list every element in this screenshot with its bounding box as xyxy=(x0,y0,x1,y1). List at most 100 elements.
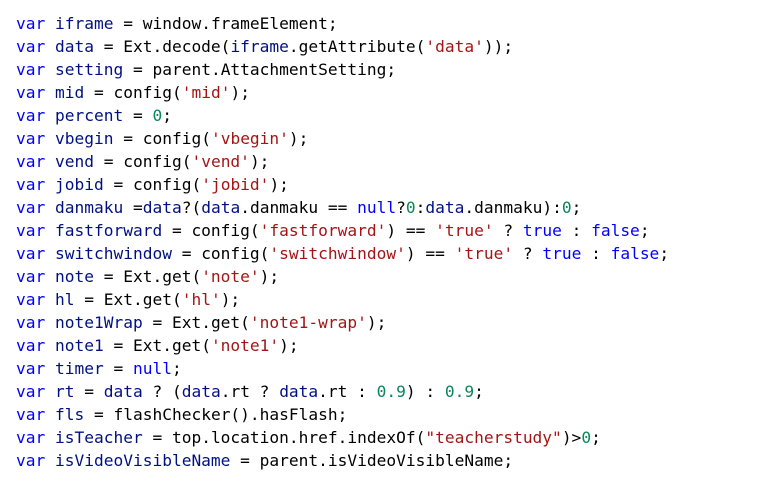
code-text: = parent.isVideoVisibleName; xyxy=(230,451,514,470)
code-text: = xyxy=(123,106,153,125)
number-token: 0 xyxy=(152,106,163,125)
code-text: ?( xyxy=(181,198,202,217)
code-text xyxy=(45,129,55,148)
keyword-token: var xyxy=(16,336,46,355)
keyword-token: var xyxy=(16,198,46,217)
code-text xyxy=(45,451,55,470)
identifier-token: iframe xyxy=(230,37,289,56)
string-token: 'true' xyxy=(454,244,514,263)
code-text: = config( xyxy=(84,83,182,102)
code-text: )> xyxy=(561,428,582,447)
keyword-token: var xyxy=(16,129,46,148)
code-text xyxy=(45,313,55,332)
code-text: = top.location.href.indexOf( xyxy=(142,428,426,447)
code-text: .danmaku == xyxy=(240,198,358,217)
code-text xyxy=(45,244,55,263)
keyword-token: var xyxy=(16,290,46,309)
code-line: var vbegin = config('vbegin'); xyxy=(16,127,777,150)
code-text: ); xyxy=(269,175,289,194)
code-text: : xyxy=(415,198,426,217)
identifier-token: note xyxy=(55,267,94,286)
code-text: ; xyxy=(171,359,182,378)
keyword-token: var xyxy=(16,106,46,125)
string-token: 'note' xyxy=(201,267,260,286)
code-text xyxy=(45,428,55,447)
code-text xyxy=(45,221,55,240)
code-text: = Ext.get( xyxy=(142,313,250,332)
identifier-token: fastforward xyxy=(55,221,163,240)
code-line: var rt = data ? (data.rt ? data.rt : 0.9… xyxy=(16,380,777,403)
code-text xyxy=(45,175,55,194)
code-line: var jobid = config('jobid'); xyxy=(16,173,777,196)
code-text: ) == xyxy=(386,221,436,240)
identifier-token: fls xyxy=(55,405,85,424)
code-text: ); xyxy=(230,83,250,102)
identifier-token: jobid xyxy=(55,175,104,194)
keyword-token: var xyxy=(16,221,46,240)
code-line: var data = Ext.decode(iframe.getAttribut… xyxy=(16,35,777,58)
code-text: ); xyxy=(249,152,270,171)
code-text: ); xyxy=(279,336,299,355)
code-line: var setting = parent.AttachmentSetting; xyxy=(16,58,777,81)
code-text xyxy=(45,359,55,378)
identifier-token: data xyxy=(103,382,143,401)
code-text xyxy=(45,152,55,171)
identifier-token: switchwindow xyxy=(55,244,172,263)
literal-token: true xyxy=(522,221,562,240)
code-text: = config( xyxy=(171,244,270,263)
code-text: ; xyxy=(571,198,582,217)
code-text: ? xyxy=(396,198,406,217)
code-line: var fls = flashChecker().hasFlash; xyxy=(16,403,777,426)
code-text: = config( xyxy=(113,129,211,148)
code-text xyxy=(45,290,55,309)
string-token: 'vend' xyxy=(191,152,250,171)
code-text: = xyxy=(123,198,143,217)
code-text: = Ext.decode( xyxy=(93,37,231,56)
code-text: ); xyxy=(288,129,309,148)
keyword-token: var xyxy=(16,405,46,424)
string-token: 'hl' xyxy=(181,290,221,309)
identifier-token: percent xyxy=(55,106,124,125)
code-line: var danmaku =data?(data.danmaku == null?… xyxy=(16,196,777,219)
string-token: "teacherstudy" xyxy=(425,428,562,447)
identifier-token: danmaku xyxy=(55,198,124,217)
code-text: = flashChecker().hasFlash; xyxy=(84,405,348,424)
code-text: ; xyxy=(591,428,601,447)
literal-token: null xyxy=(132,359,172,378)
code-text xyxy=(45,106,55,125)
identifier-token: isVideoVisibleName xyxy=(55,451,231,470)
keyword-token: var xyxy=(16,313,46,332)
identifier-token: iframe xyxy=(55,14,114,33)
code-text xyxy=(45,405,55,424)
keyword-token: var xyxy=(16,267,46,286)
string-token: 'data' xyxy=(425,37,484,56)
string-token: 'fastforward' xyxy=(259,221,387,240)
code-text: ); xyxy=(259,267,280,286)
keyword-token: var xyxy=(16,428,46,447)
number-token: 0 xyxy=(581,428,592,447)
code-text: = config( xyxy=(162,221,260,240)
identifier-token: note1 xyxy=(55,336,104,355)
keyword-token: var xyxy=(16,83,46,102)
code-text: ) == xyxy=(405,244,455,263)
code-text: = window.frameElement; xyxy=(113,14,338,33)
code-text: .rt ? xyxy=(220,382,280,401)
code-line: var isVideoVisibleName = parent.isVideoV… xyxy=(16,449,777,472)
code-text xyxy=(45,267,55,286)
keyword-token: var xyxy=(16,359,46,378)
code-line: var timer = null; xyxy=(16,357,777,380)
code-text: ; xyxy=(659,244,670,263)
string-token: 'true' xyxy=(435,221,494,240)
code-text: = parent.AttachmentSetting; xyxy=(123,60,397,79)
code-line: var fastforward = config('fastforward') … xyxy=(16,219,777,242)
code-text: : xyxy=(581,244,611,263)
identifier-token: data xyxy=(279,382,319,401)
keyword-token: var xyxy=(16,382,46,401)
string-token: 'jobid' xyxy=(201,175,270,194)
identifier-token: data xyxy=(425,198,465,217)
number-token: 0.9 xyxy=(444,382,475,401)
keyword-token: var xyxy=(16,14,46,33)
code-line: var note1 = Ext.get('note1'); xyxy=(16,334,777,357)
code-text: = Ext.get( xyxy=(103,336,211,355)
